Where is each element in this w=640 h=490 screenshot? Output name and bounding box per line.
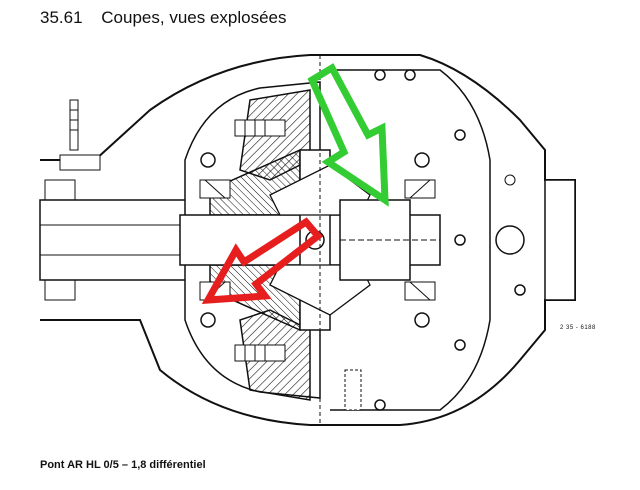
bearing-right-lower xyxy=(404,281,436,301)
right-axle-flange xyxy=(495,174,576,301)
oil-drain-plug xyxy=(344,369,362,411)
bolt-upper xyxy=(234,119,286,137)
drawing-reference: 2 35 - 6188 xyxy=(560,325,596,331)
left-axle-tube xyxy=(39,179,201,301)
green-arrow-icon xyxy=(307,63,389,207)
page-header: 35.61 Coupes, vues explosées xyxy=(40,8,287,28)
stud-holes xyxy=(200,69,526,411)
red-arrow-icon xyxy=(201,217,324,304)
section-number: 35.61 xyxy=(40,8,83,27)
bearing-left-upper xyxy=(199,179,231,199)
bearing-right-upper xyxy=(404,179,436,199)
page-title: Coupes, vues explosées xyxy=(101,8,287,27)
bolt-lower xyxy=(234,344,286,362)
breather-vent xyxy=(59,99,101,171)
figure-caption: Pont AR HL 0/5 – 1,8 différentiel xyxy=(40,459,206,471)
right-cover xyxy=(330,69,491,411)
differential-cutaway-drawing xyxy=(39,54,576,426)
